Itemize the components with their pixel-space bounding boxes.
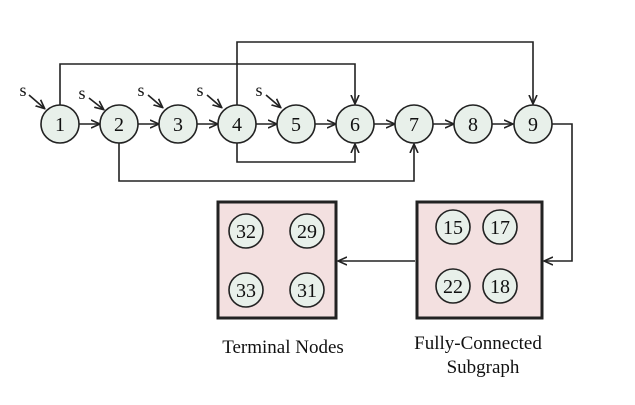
node-17: 17 [482, 209, 518, 245]
node-18: 18 [482, 268, 518, 304]
node-22: 22 [435, 268, 471, 304]
node-4: 4 [217, 104, 257, 144]
node-32: 32 [228, 213, 264, 249]
node-label: 17 [490, 217, 510, 239]
source-arrow-1 [28, 94, 44, 108]
node-label: 5 [291, 114, 301, 136]
source-arrow-3 [147, 94, 162, 107]
source-label: s [137, 80, 144, 100]
subgraph-box [415, 200, 544, 320]
node-31: 31 [289, 272, 325, 308]
terminal-nodes-group: 32 29 33 31 Terminal Nodes [216, 200, 344, 358]
source-label: s [19, 80, 26, 100]
edge-9-subgraph [545, 123, 573, 261]
edge-4-9 [236, 41, 533, 105]
node-label: 8 [468, 114, 478, 136]
node-7: 7 [394, 104, 434, 144]
node-label: 6 [350, 114, 360, 136]
node-label: 4 [232, 114, 242, 136]
subgraph-caption-line1: Fully-Connected [414, 333, 542, 354]
node-label: 18 [490, 276, 510, 298]
skip-edges [59, 41, 573, 261]
node-label: 7 [409, 114, 419, 136]
node-label: 3 [173, 114, 183, 136]
node-label: 9 [528, 114, 538, 136]
node-label: 29 [297, 221, 317, 243]
edge-2-7 [118, 143, 414, 182]
edge-1-6 [59, 63, 355, 105]
node-9: 9 [513, 104, 553, 144]
source-label: s [255, 80, 262, 100]
node-label: 15 [443, 217, 463, 239]
node-6: 6 [335, 104, 375, 144]
node-3: 3 [158, 104, 198, 144]
node-label: 31 [297, 280, 317, 302]
node-label: 1 [55, 114, 65, 136]
node-chain: 1 2 3 4 5 6 7 8 9 [40, 104, 553, 144]
terminal-caption: Terminal Nodes [222, 337, 344, 358]
source-label: s [196, 80, 203, 100]
node-15: 15 [435, 209, 471, 245]
node-1: 1 [40, 104, 80, 144]
node-2: 2 [99, 104, 139, 144]
node-8: 8 [453, 104, 493, 144]
source-label: s [78, 83, 85, 103]
fully-connected-subgraph: 15 17 22 18 Fully-Connected Subgraph [414, 200, 544, 378]
node-5: 5 [276, 104, 316, 144]
node-label: 22 [443, 276, 463, 298]
source-arrow-5 [265, 94, 280, 107]
edge-4-6-lower [236, 143, 355, 163]
source-arrow-2 [88, 97, 103, 109]
node-label: 2 [114, 114, 124, 136]
node-33: 33 [228, 272, 264, 308]
source-arrows: s s s s s [19, 80, 280, 109]
node-label: 33 [236, 280, 256, 302]
subgraph-caption-line2: Subgraph [447, 357, 520, 378]
node-label: 32 [236, 221, 256, 243]
source-arrow-4 [206, 94, 221, 107]
node-29: 29 [289, 213, 325, 249]
